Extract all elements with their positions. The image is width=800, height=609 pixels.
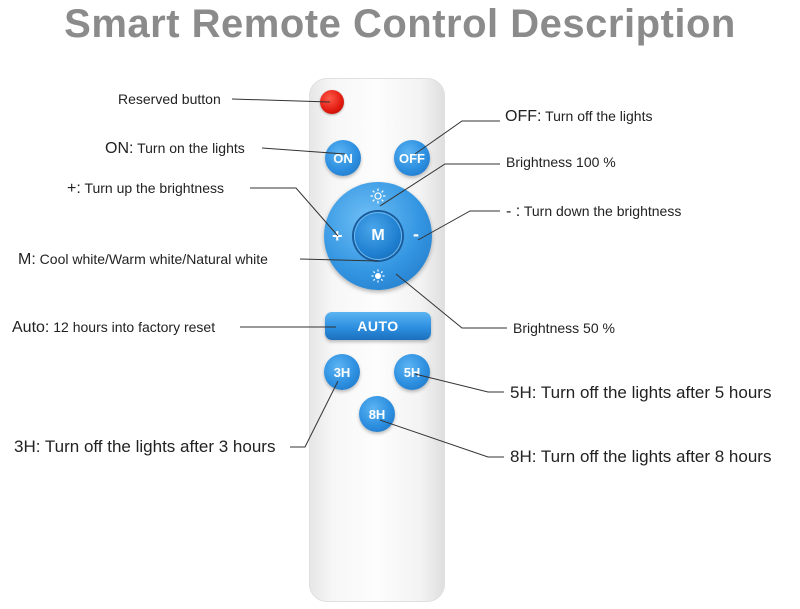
5h-button: 5H <box>394 354 430 390</box>
auto-button: AUTO <box>325 312 431 340</box>
label-off: OFF: Turn off the lights <box>505 108 653 125</box>
sun-bright-icon <box>370 188 386 204</box>
label-reserved: Reserved button <box>118 91 221 107</box>
reserved-button <box>320 90 344 114</box>
off-button: OFF <box>394 140 430 176</box>
on-button: ON <box>325 140 361 176</box>
label-plus: +: Turn up the brightness <box>67 180 224 197</box>
page-title: Smart Remote Control Description <box>64 2 736 46</box>
plus-button: + <box>332 226 343 246</box>
8h-button: 8H <box>359 396 395 432</box>
3h-button: 3H <box>324 354 360 390</box>
minus-button: - <box>413 224 419 244</box>
label-auto: Auto: 12 hours into factory reset <box>12 319 216 336</box>
label-8h: 8H: Turn off the lights after 8 hours <box>510 447 772 466</box>
sun-dim-icon <box>371 269 385 283</box>
label-brightness-100: Brightness 100 % <box>506 154 616 170</box>
label-minus: - : Turn down the brightness <box>506 203 682 220</box>
mode-button: M <box>354 212 402 260</box>
label-3h: 3H: Turn off the lights after 3 hours <box>14 437 276 456</box>
label-brightness-50: Brightness 50 % <box>513 320 615 336</box>
label-5h: 5H: Turn off the lights after 5 hours <box>510 383 772 402</box>
label-mode: M: Cool white/Warm white/Natural white <box>18 251 268 268</box>
label-on: ON: Turn on the lights <box>105 140 245 157</box>
